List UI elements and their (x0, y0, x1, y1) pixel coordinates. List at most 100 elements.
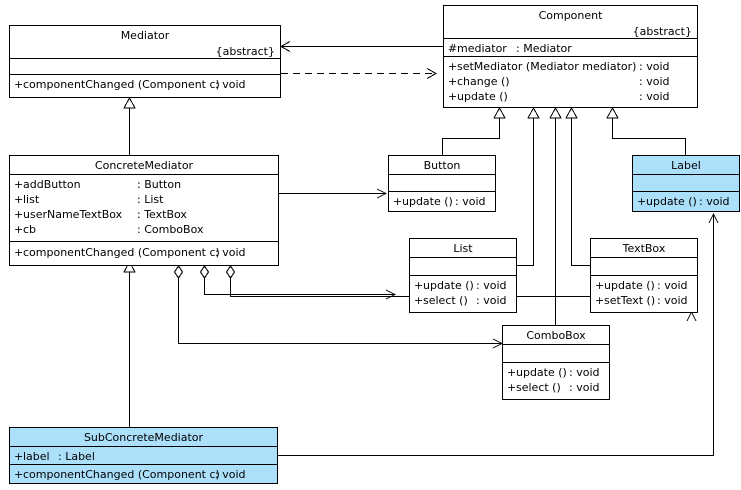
class-stereotype-mediator: {abstract} (215, 45, 275, 58)
member-name: update () (457, 90, 508, 103)
visibility-marker: + (595, 294, 605, 307)
member-row: +update () : void (389, 194, 495, 209)
member-name: setText () (604, 294, 656, 307)
member-type: : void (657, 294, 688, 307)
attributes-textbox (591, 258, 697, 276)
member-name: change () (457, 75, 510, 88)
member-row: #mediator : Mediator (444, 41, 697, 56)
operations-component: +setMediator (Mediator mediator) : void … (444, 57, 697, 107)
member-type: : void (639, 60, 670, 73)
member-type: : void (476, 279, 507, 292)
member-name: componentChanged (Component c) (23, 468, 220, 481)
member-type: : Mediator (516, 42, 572, 55)
member-row: +list : List (10, 192, 278, 207)
attributes-mediator (10, 59, 280, 75)
aggregation-diamond-combobox (173, 265, 184, 279)
operations-list: +update () : void +select () : void (410, 276, 516, 312)
arrowhead-dependency-component (426, 68, 438, 79)
member-row: +cb : ComboBox (10, 222, 278, 237)
member-name: label (23, 450, 50, 463)
member-row: +select () : void (410, 293, 516, 308)
class-box-textbox[interactable]: TextBox +update () : void +setText () : … (590, 238, 698, 313)
visibility-marker: + (14, 223, 24, 236)
member-type: : void (476, 294, 507, 307)
class-name-textbox: TextBox (622, 242, 666, 255)
class-name-label: Label (671, 159, 701, 172)
class-box-combobox[interactable]: ComboBox +update () : void +select () : … (502, 325, 610, 400)
class-name-combobox: ComboBox (526, 329, 586, 342)
visibility-marker: + (14, 178, 24, 191)
class-stereotype-component: {abstract} (632, 25, 692, 38)
visibility-marker: + (393, 195, 403, 208)
attributes-concretemediator: +addButton : Button +list : List +userNa… (10, 175, 278, 242)
member-name: addButton (23, 178, 81, 191)
arrowhead-button (376, 188, 388, 199)
class-box-mediator[interactable]: Mediator {abstract} +componentChanged (C… (9, 25, 281, 98)
member-row: +update () : void (591, 278, 697, 293)
member-row: +update () : void (633, 194, 739, 209)
arrowhead-label (708, 212, 719, 224)
member-name: componentChanged (Component c) (23, 246, 220, 259)
class-name-concretemediator: ConcreteMediator (94, 159, 194, 172)
visibility-marker: + (14, 246, 24, 259)
visibility-marker: + (414, 294, 424, 307)
attributes-combobox (503, 345, 609, 363)
member-row: +select () : void (503, 380, 609, 395)
class-box-concretemediator[interactable]: ConcreteMediator +addButton : Button +li… (9, 155, 279, 266)
class-box-label[interactable]: Label +update () : void (632, 155, 740, 212)
operations-label: +update () : void (633, 192, 739, 212)
member-name: select () (423, 294, 468, 307)
operations-subconcretemediator: +componentChanged (Component c) : void (10, 465, 277, 485)
generalization-triangle-textbox (565, 106, 578, 119)
class-box-subconcretemediator[interactable]: SubConcreteMediator +label : Label +comp… (9, 427, 278, 484)
visibility-marker: + (507, 366, 517, 379)
visibility-marker: + (14, 208, 24, 221)
member-row: +label : Label (10, 449, 277, 464)
visibility-marker: + (637, 195, 647, 208)
attributes-list (410, 258, 516, 276)
operations-mediator: +componentChanged (Component c) : void (10, 75, 280, 96)
member-name: componentChanged (Component c) (23, 78, 220, 91)
member-type: : void (455, 195, 486, 208)
visibility-marker: + (14, 193, 24, 206)
member-name: setMediator (Mediator mediator) (457, 60, 637, 73)
member-name: update () (402, 195, 453, 208)
member-row: +componentChanged (Component c) : void (10, 467, 277, 482)
arrowhead-list (385, 289, 397, 300)
member-row: +componentChanged (Component c) : void (10, 77, 280, 92)
visibility-marker: + (595, 279, 605, 292)
member-name: userNameTextBox (23, 208, 123, 221)
operations-textbox: +update () : void +setText () : void (591, 276, 697, 312)
class-box-list[interactable]: List +update () : void +select () : void (409, 238, 517, 313)
attributes-button (389, 175, 495, 192)
class-box-component[interactable]: Component {abstract} #mediator : Mediato… (443, 5, 698, 108)
class-name-component: Component (538, 9, 603, 22)
attributes-label (633, 175, 739, 192)
generalization-triangle-concretemediator (123, 96, 136, 109)
visibility-marker: + (448, 90, 458, 103)
aggregation-diamond-textbox (225, 265, 236, 279)
operations-combobox: +update () : void +select () : void (503, 363, 609, 399)
member-type: : void (569, 366, 600, 379)
visibility-marker: + (507, 381, 517, 394)
operations-concretemediator: +componentChanged (Component c) : void (10, 242, 278, 264)
visibility-marker: # (448, 42, 458, 55)
visibility-marker: + (414, 279, 424, 292)
member-name: update () (646, 195, 697, 208)
member-type: : void (657, 279, 688, 292)
member-name: list (23, 193, 40, 206)
member-type: : TextBox (137, 208, 187, 221)
arrowhead-mediator (279, 41, 291, 52)
generalization-triangle-list (527, 106, 540, 119)
member-row: +userNameTextBox : TextBox (10, 207, 278, 222)
member-name: update () (604, 279, 655, 292)
class-name-mediator: Mediator (120, 29, 170, 42)
class-name-subconcretemediator: SubConcreteMediator (83, 431, 204, 444)
member-type: : void (639, 75, 670, 88)
member-type: : Label (58, 450, 95, 463)
class-box-button[interactable]: Button +update () : void (388, 155, 496, 212)
visibility-marker: + (14, 468, 24, 481)
member-type: : List (137, 193, 164, 206)
attributes-subconcretemediator: +label : Label (10, 447, 277, 465)
